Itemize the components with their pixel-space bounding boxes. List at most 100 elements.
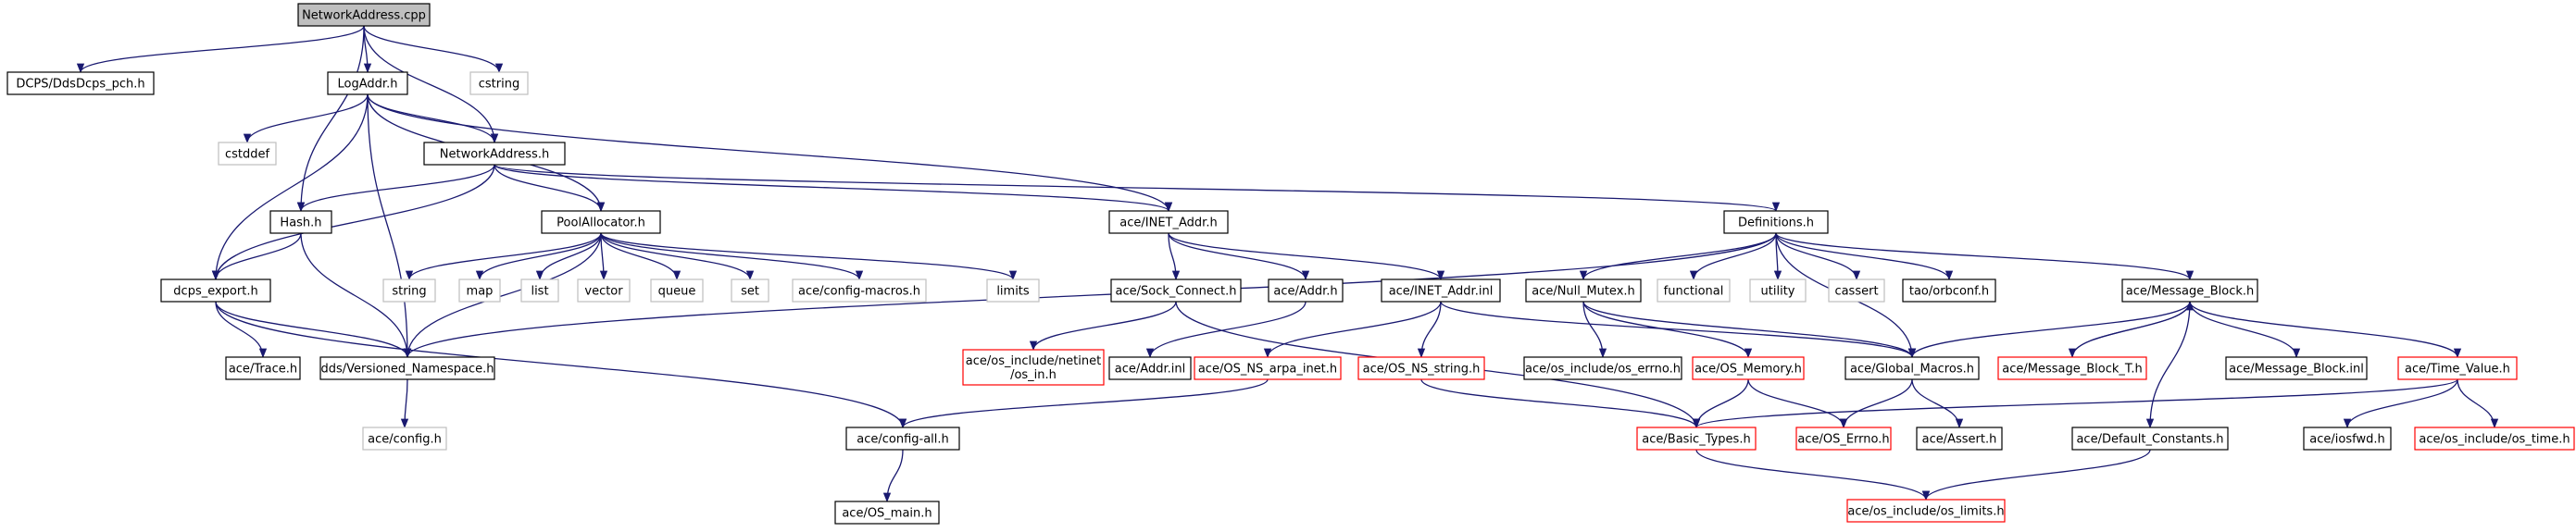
- node-time_value[interactable]: ace/Time_Value.h: [2397, 356, 2518, 380]
- node-box: [520, 278, 559, 303]
- edge-basic_types-to-os_limits: [1695, 449, 1931, 501]
- edge-message_block-to-default_constants: [2145, 301, 2191, 429]
- node-versioned_ns[interactable]: dds/Versioned_Namespace.h: [319, 356, 495, 380]
- node-inet_addr_h[interactable]: ace/INET_Addr.h: [1108, 210, 1229, 234]
- node-label: NetworkAddress.cpp: [302, 9, 426, 23]
- node-os_errno[interactable]: ace/OS_Errno.h: [1795, 427, 1892, 451]
- node-box: [1108, 210, 1229, 234]
- edge-inet_addr_h-to-addr_h: [1168, 232, 1310, 281]
- node-hash_h[interactable]: Hash.h: [269, 210, 332, 234]
- node-sock_connect[interactable]: ace/Sock_Connect.h: [1110, 278, 1242, 303]
- node-message_block_inl[interactable]: ace/Message_Block.inl: [2225, 356, 2368, 380]
- node-inet_addr_inl[interactable]: ace/INET_Addr.inl: [1381, 278, 1501, 303]
- edge-default_constants-to-os_limits: [1921, 449, 2151, 501]
- node-string: string: [382, 278, 436, 303]
- edge-dcps_export-to-ace_trace: [215, 301, 268, 359]
- node-label: dds/Versioned_Namespace.h: [320, 363, 494, 377]
- node-label: string: [392, 285, 426, 299]
- node-ddsdcps_pch[interactable]: DCPS/DdsDcps_pch.h: [6, 71, 155, 95]
- node-ace_trace[interactable]: ace/Trace.h: [225, 356, 301, 380]
- edge-os_memory-to-os_errno: [1747, 378, 1848, 429]
- node-orbconf[interactable]: tao/orbconf.h: [1902, 278, 1996, 303]
- node-os_ns_string[interactable]: ace/OS_NS_string.h: [1357, 356, 1485, 380]
- node-label: ace/Sock_Connect.h: [1116, 285, 1237, 299]
- node-box: [382, 278, 436, 303]
- edge-poolallocator-to-set: [600, 232, 755, 281]
- node-null_mutex[interactable]: ace/Null_Mutex.h: [1525, 278, 1642, 303]
- node-box: [1657, 278, 1731, 303]
- node-vector: vector: [577, 278, 631, 303]
- node-box: [577, 278, 631, 303]
- node-addr_inl[interactable]: ace/Addr.inl: [1108, 356, 1192, 380]
- node-box: [1844, 356, 1980, 380]
- node-label: ace/Message_Block.inl: [2229, 363, 2364, 377]
- node-label: ace/INET_Addr.inl: [1389, 285, 1494, 299]
- edge-os_ns_arpa_inet-to-config_all: [898, 378, 1269, 429]
- node-label: ace/config.h: [368, 433, 442, 447]
- node-label: ace/Global_Macros.h: [1850, 363, 1974, 377]
- node-message_block[interactable]: ace/Message_Block.h: [2121, 278, 2258, 303]
- node-cstddef: cstddef: [218, 142, 277, 166]
- edge-networkaddress_h-to-poolallocator: [494, 164, 606, 213]
- edge-poolallocator-to-list: [535, 232, 602, 281]
- node-box: [845, 427, 960, 451]
- edge-definitions-to-null_mutex: [1579, 232, 1777, 281]
- node-message_block_t[interactable]: ace/Message_Block_T.h: [1997, 356, 2147, 380]
- node-networkaddress_h[interactable]: NetworkAddress.h: [423, 142, 566, 166]
- node-os_time[interactable]: ace/os_include/os_time.h: [2414, 427, 2575, 451]
- edge-inet_addr_inl-to-os_ns_arpa_inet: [1263, 301, 1442, 359]
- node-os_memory[interactable]: ace/OS_Memory.h: [1692, 356, 1805, 380]
- node-label: ace/OS_main.h: [842, 507, 932, 521]
- node-label: Definitions.h: [1738, 217, 1814, 230]
- node-os_limits[interactable]: ace/os_include/os_limits.h: [1846, 499, 2006, 523]
- node-label: functional: [1664, 285, 1724, 299]
- node-box: [1523, 356, 1682, 380]
- node-label: map: [467, 285, 494, 299]
- edge-inet_addr_h-to-sock_connect: [1168, 232, 1181, 281]
- node-os_main[interactable]: ace/OS_main.h: [834, 501, 940, 525]
- edge-versioned_ns-to-ace_config_h: [400, 378, 409, 429]
- node-label: cstring: [479, 78, 519, 92]
- node-box: [834, 501, 940, 525]
- node-poolallocator[interactable]: PoolAllocator.h: [541, 210, 661, 234]
- edge-inet_addr_h-to-inet_addr_inl: [1168, 232, 1445, 281]
- node-basic_types[interactable]: ace/Basic_Types.h: [1636, 427, 1757, 451]
- node-addr_h[interactable]: ace/Addr.h: [1268, 278, 1344, 303]
- edge-logaddr-to-inet_addr_h: [367, 93, 1173, 213]
- edge-global_macros-to-ace_assert: [1911, 378, 1964, 429]
- edges-layer: [76, 25, 2499, 503]
- node-box: [2397, 356, 2518, 380]
- node-ace_assert[interactable]: ace/Assert.h: [1916, 427, 2003, 451]
- node-config_all[interactable]: ace/config-all.h: [845, 427, 960, 451]
- node-label: tao/orbconf.h: [1909, 285, 1989, 299]
- node-label: ace/Basic_Types.h: [1642, 433, 1750, 447]
- edge-networkaddress_h-to-hash_h: [296, 164, 495, 213]
- node-box: [1357, 356, 1485, 380]
- edge-dcps_export-to-config_all: [215, 301, 907, 429]
- node-cstring: cstring: [469, 71, 529, 95]
- node-limits: limits: [986, 278, 1040, 303]
- node-label: dcps_export.h: [173, 285, 257, 299]
- node-netinet_in[interactable]: ace/os_include/netinet/os_in.h: [962, 349, 1105, 386]
- node-os_errno_inc[interactable]: ace/os_include/os_errno.h: [1523, 356, 1682, 380]
- node-definitions[interactable]: Definitions.h: [1723, 210, 1829, 234]
- node-box: [319, 356, 495, 380]
- node-label: Hash.h: [280, 217, 321, 230]
- edge-inet_addr_inl-to-os_ns_string: [1417, 301, 1442, 359]
- node-iosfwd[interactable]: ace/iosfwd.h: [2303, 427, 2392, 451]
- node-default_constants[interactable]: ace/Default_Constants.h: [2071, 427, 2229, 451]
- node-dcps_export[interactable]: dcps_export.h: [160, 278, 271, 303]
- node-box: [160, 278, 271, 303]
- node-global_macros[interactable]: ace/Global_Macros.h: [1844, 356, 1980, 380]
- node-os_ns_arpa_inet[interactable]: ace/OS_NS_arpa_inet.h: [1194, 356, 1342, 380]
- node-label: ace/OS_Errno.h: [1797, 433, 1889, 447]
- node-label: limits: [996, 285, 1030, 299]
- node-label: ace/Default_Constants.h: [2076, 433, 2223, 447]
- edge-definitions-to-cassert: [1775, 232, 1861, 281]
- node-box: [1692, 356, 1805, 380]
- edge-null_mutex-to-os_errno_inc: [1582, 301, 1607, 359]
- node-logaddr[interactable]: LogAddr.h: [327, 71, 408, 95]
- node-root[interactable]: NetworkAddress.cpp: [297, 3, 431, 27]
- node-label: ace/config-macros.h: [798, 285, 920, 299]
